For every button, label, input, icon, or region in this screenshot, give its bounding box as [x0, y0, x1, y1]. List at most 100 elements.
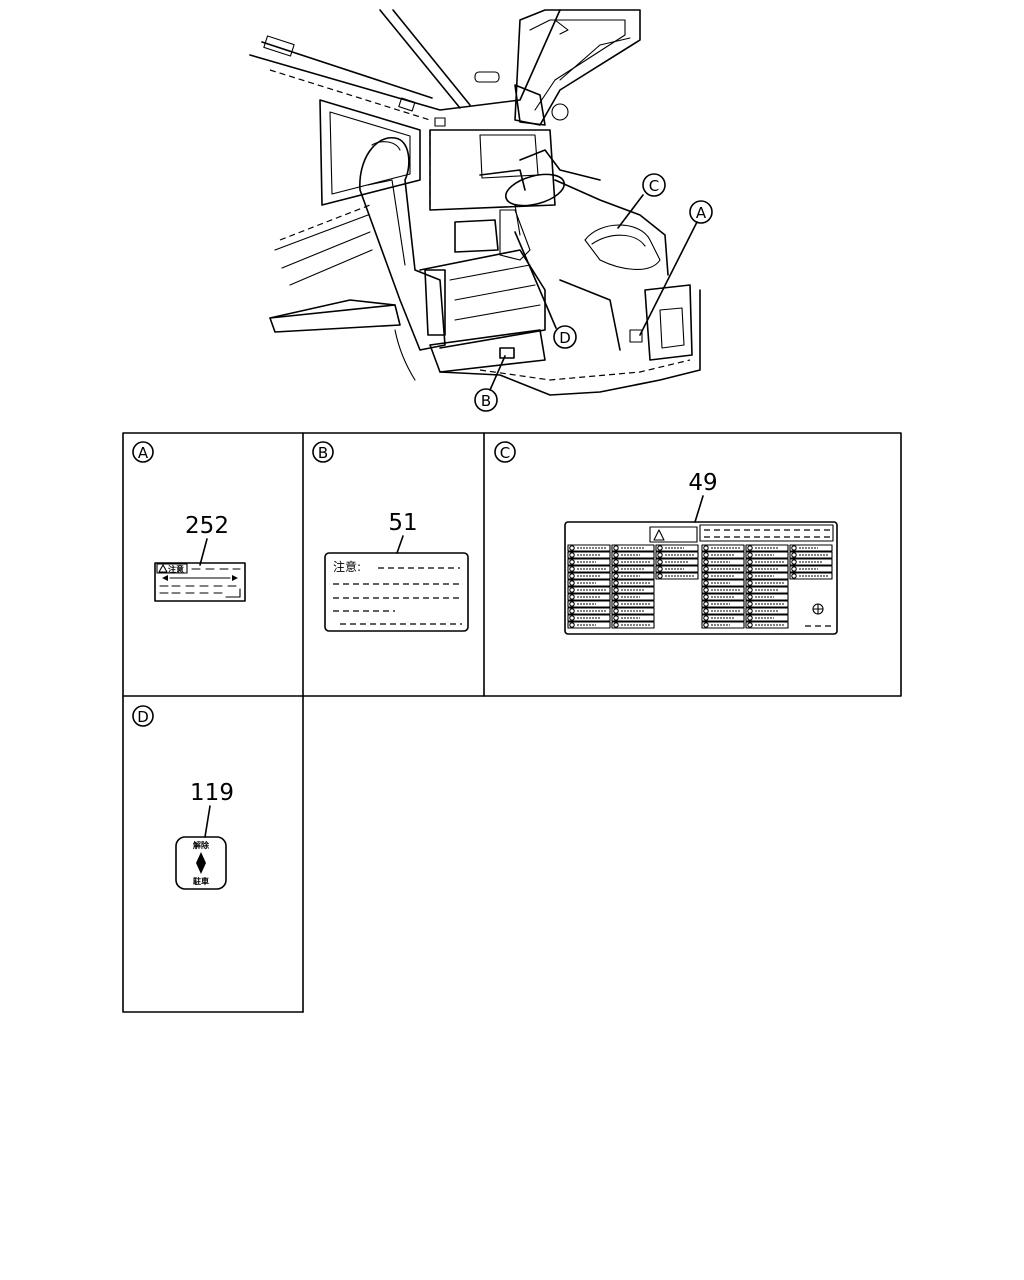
- decal-grid-bullet: [569, 601, 575, 607]
- decal-49-grid: [567, 544, 833, 629]
- decal-grid-bullet: [613, 622, 619, 628]
- decal-grid-cell: [789, 544, 833, 552]
- svg-text:注意:: 注意:: [333, 559, 361, 574]
- panel-d-letter: D: [132, 705, 154, 727]
- decal-grid-cell: [611, 579, 655, 587]
- decal-grid-cell: [745, 600, 789, 608]
- arrow-left-icon: [162, 575, 168, 581]
- part-number-49: 49: [688, 470, 717, 496]
- svg-text:C: C: [500, 444, 510, 462]
- decal-grid-bullet: [791, 545, 797, 551]
- panel-d: D 119 解除 駐車: [132, 705, 234, 890]
- decal-grid-bullet: [747, 573, 753, 579]
- decal-grid-bullet: [657, 559, 663, 565]
- decal-grid-bullet: [569, 587, 575, 593]
- decal-grid-cell: [611, 593, 655, 601]
- decal-grid-bullet: [613, 594, 619, 600]
- decal-grid-cell: [611, 600, 655, 608]
- decal-grid-bullet: [657, 545, 663, 551]
- svg-text:注意: 注意: [168, 564, 184, 574]
- decal-grid-cell: [567, 579, 611, 587]
- decal-grid-cell: [701, 579, 745, 587]
- decal-grid-bullet: [613, 587, 619, 593]
- decal-grid-bullet: [569, 580, 575, 586]
- decal-grid-bullet: [703, 566, 709, 572]
- decal-grid-cell: [611, 572, 655, 580]
- decal-grid-cell: [567, 621, 611, 629]
- decal-grid-cell: [745, 614, 789, 622]
- decal-grid-bullet: [703, 608, 709, 614]
- decal-grid-bullet: [657, 573, 663, 579]
- decal-grid-cell: [701, 586, 745, 594]
- decal-grid-bullet: [703, 545, 709, 551]
- decal-grid-bullet: [703, 622, 709, 628]
- decal-grid-cell: [745, 544, 789, 552]
- decal-grid-cell: [611, 621, 655, 629]
- decal-grid-cell: [611, 586, 655, 594]
- warning-triangle-icon: [653, 529, 665, 541]
- warning-triangle-icon: [158, 564, 168, 573]
- decal-grid-cell: [655, 544, 699, 552]
- decal-grid-cell: [567, 607, 611, 615]
- decal-grid-cell: [701, 593, 745, 601]
- decal-grid-cell: [655, 551, 699, 559]
- leader-line-b: [489, 355, 506, 391]
- decal-grid-bullet: [569, 622, 575, 628]
- decal-grid-bullet: [613, 608, 619, 614]
- decal-grid-bullet: [613, 566, 619, 572]
- svg-text:駐車: 駐車: [193, 876, 209, 886]
- decal-grid-bullet: [569, 573, 575, 579]
- decal-grid-cell: [611, 565, 655, 573]
- decal-51: 注意:: [324, 552, 469, 632]
- svg-text:解除: 解除: [193, 840, 210, 850]
- decal-grid-bullet: [569, 559, 575, 565]
- decal-grid-bullet: [747, 559, 753, 565]
- decal-grid-cell: [567, 558, 611, 566]
- decal-grid-cell: [701, 551, 745, 559]
- decal-grid-cell: [701, 558, 745, 566]
- decal-grid-bullet: [703, 601, 709, 607]
- decal-grid-cell: [701, 614, 745, 622]
- panel-b: B 51 注意:: [312, 441, 469, 632]
- decal-grid-cell: [789, 565, 833, 573]
- decal-grid-bullet: [569, 552, 575, 558]
- decal-119: 解除 駐車: [175, 836, 227, 890]
- decal-grid-cell: [701, 544, 745, 552]
- decal-grid-cell: [789, 558, 833, 566]
- panel-a: A 252 注意: [132, 441, 246, 602]
- svg-text:A: A: [696, 204, 707, 222]
- leader-line-a: [639, 221, 698, 336]
- decal-grid-bullet: [747, 545, 753, 551]
- decal-grid-bullet: [657, 566, 663, 572]
- decal-grid-bullet: [747, 594, 753, 600]
- svg-text:B: B: [481, 392, 491, 410]
- decal-grid-bullet: [613, 552, 619, 558]
- decal-grid-bullet: [613, 559, 619, 565]
- callout-d: D: [553, 325, 577, 349]
- cab-interior-illustration: C A D B: [249, 9, 713, 412]
- decal-grid-bullet: [703, 580, 709, 586]
- decal-grid-bullet: [791, 552, 797, 558]
- decal-grid-cell: [701, 621, 745, 629]
- callout-a: A: [689, 200, 713, 224]
- leader-line-c: [617, 194, 644, 229]
- decal-grid-bullet: [613, 580, 619, 586]
- diamond-icon: [196, 852, 206, 874]
- callout-c: C: [642, 173, 666, 197]
- decal-grid-cell: [611, 614, 655, 622]
- decal-grid-bullet: [747, 587, 753, 593]
- svg-text:D: D: [559, 329, 571, 347]
- decal-grid-bullet: [569, 594, 575, 600]
- decal-grid-cell: [745, 551, 789, 559]
- svg-text:C: C: [649, 177, 659, 195]
- decal-grid-cell: [611, 551, 655, 559]
- decal-grid-bullet: [747, 580, 753, 586]
- decal-grid-bullet: [791, 566, 797, 572]
- decal-grid-cell: [789, 572, 833, 580]
- panel-b-letter: B: [312, 441, 334, 463]
- decal-grid-cell: [745, 565, 789, 573]
- panel-c-letter: C: [494, 441, 516, 463]
- decal-grid-bullet: [657, 552, 663, 558]
- decal-grid-cell: [745, 572, 789, 580]
